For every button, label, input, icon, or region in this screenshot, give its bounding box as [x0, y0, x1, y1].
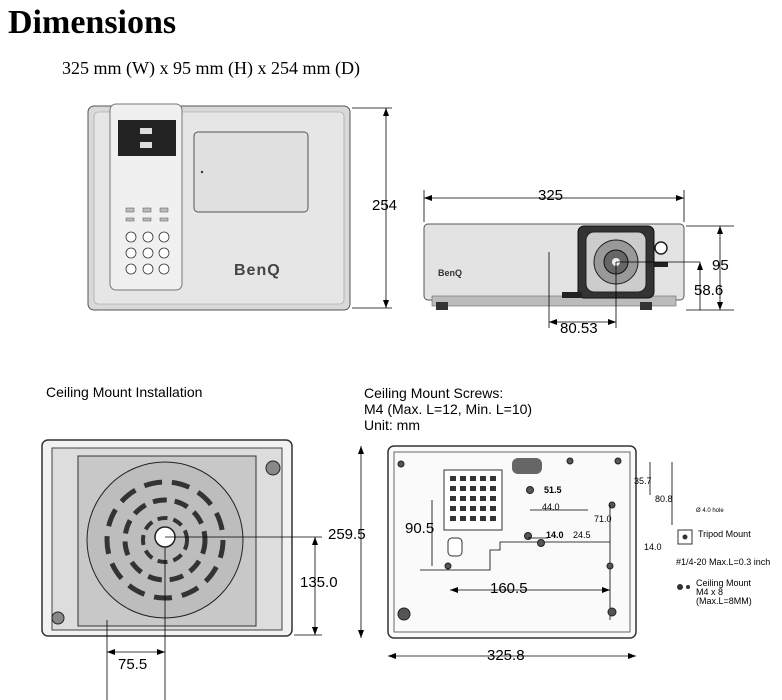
tripod-hole-label: Ø 4.0 hole	[696, 508, 724, 514]
mount-label-line-2: M4 x 8	[696, 587, 724, 597]
mount-label-line-1: Ceiling Mount	[696, 578, 752, 588]
screws-heading-line-2: M4 (Max. L=12, Min. L=10)	[364, 401, 533, 417]
dim-160-5: 160.5	[490, 580, 528, 597]
dim-24-5: 24.5	[573, 530, 591, 540]
mount-label-line-3: (Max.L=8MM)	[696, 596, 752, 606]
screws-heading-line-1: Ceiling Mount Screws:	[364, 385, 504, 401]
ceiling-mount-drawing	[41, 439, 322, 700]
top-view-depth-label: 254	[372, 197, 398, 214]
front-width-label: 325	[538, 187, 564, 204]
dim-14-0-b: 14.0	[644, 542, 662, 552]
benq-logo-front: BenQ	[438, 268, 463, 278]
screws-heading: Ceiling Mount Screws: M4 (Max. L=12, Min…	[364, 385, 532, 433]
front-lens-offset-label: 80.53	[560, 320, 598, 337]
ceiling-mount-heading: Ceiling Mount Installation	[46, 384, 203, 400]
dim-80-8: 80.8	[655, 494, 673, 504]
dim-71-0: 71.0	[594, 514, 612, 524]
ceiling-center-x-label: 75.5	[118, 656, 148, 673]
ceiling-depth-label: 259.5	[328, 526, 366, 543]
dim-35-7: 35.7	[634, 476, 652, 486]
ceiling-screws-drawing	[358, 445, 693, 659]
dim-325-8: 325.8	[487, 647, 525, 664]
front-lens-height-label: 58.6	[694, 282, 724, 299]
ceiling-center-y-label: 135.0	[300, 574, 338, 591]
dimensions-summary: 325 mm (W) x 95 mm (H) x 254 mm (D)	[62, 58, 360, 78]
tripod-spec-label: #1/4-20 Max.L=0.3 inch	[676, 557, 771, 567]
page-title: Dimensions	[8, 4, 177, 41]
top-view-drawing	[87, 103, 392, 311]
front-view-drawing	[423, 190, 734, 328]
ceiling-mount-screw-label: Ceiling Mount M4 x 8 (Max.L=8MM)	[696, 579, 752, 606]
benq-logo-top: BenQ	[234, 262, 281, 279]
screws-heading-line-3: Unit: mm	[364, 417, 420, 433]
front-height-label: 95	[712, 257, 729, 274]
tripod-mount-label: Tripod Mount	[698, 529, 751, 539]
dim-14-0-a: 14.0	[546, 530, 564, 540]
dim-51-5: 51.5	[544, 485, 562, 495]
dim-90-5: 90.5	[405, 520, 435, 537]
dim-44-0: 44.0	[542, 502, 560, 512]
